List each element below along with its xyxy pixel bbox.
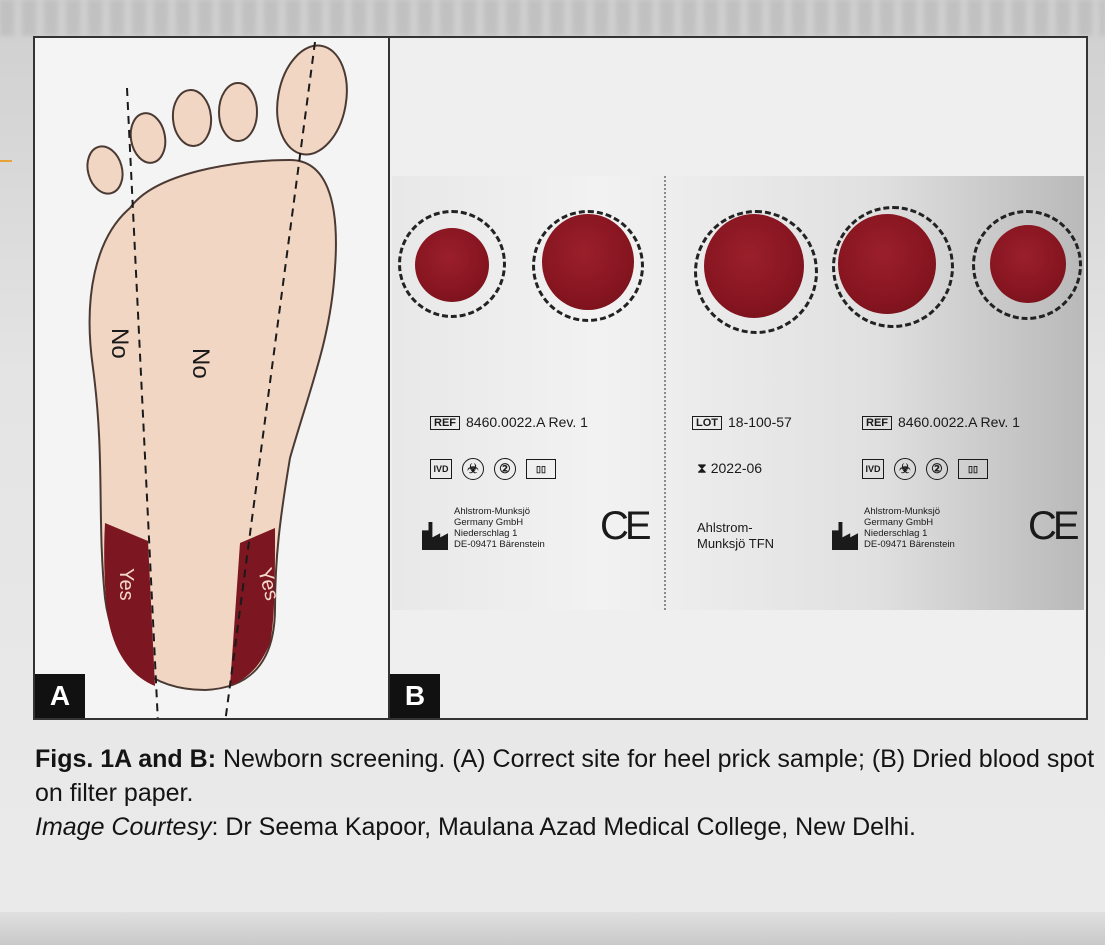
blood-spot-3 bbox=[694, 210, 818, 334]
toe-fourth bbox=[127, 110, 169, 165]
lot-line: LOT 18-100-57 bbox=[692, 414, 792, 430]
ce-mark-left: CE bbox=[600, 504, 648, 549]
label-no-center: No bbox=[187, 348, 214, 379]
credit-label: Image Courtesy bbox=[35, 813, 211, 841]
toe-second bbox=[219, 83, 257, 141]
ivd-icon: IVD bbox=[430, 459, 452, 479]
factory-icon bbox=[422, 522, 448, 550]
blood-spot-2 bbox=[532, 210, 644, 322]
label-yes-left: Yes bbox=[115, 568, 137, 601]
dried-blood-spot bbox=[990, 225, 1066, 303]
perforation-line bbox=[664, 176, 666, 610]
figure-caption: Figs. 1A and B: Newborn screening. (A) C… bbox=[35, 742, 1105, 844]
symbol-row-left: IVD ☣ ② ▯▯ bbox=[430, 458, 556, 480]
lot-number: 18-100-57 bbox=[728, 414, 792, 430]
lot-tag: LOT bbox=[692, 416, 722, 430]
label-no-left: No bbox=[106, 328, 133, 359]
heel-prick-foot-diagram: No No Yes Yes bbox=[35, 38, 386, 718]
caption-lead: Figs. 1A and B: bbox=[35, 745, 216, 773]
panel-a-letter: A bbox=[35, 674, 85, 718]
symbol-row-right: IVD ☣ ② ▯▯ bbox=[862, 458, 988, 480]
dried-blood-spot bbox=[415, 228, 489, 302]
ref-number: 8460.0022.A Rev. 1 bbox=[466, 414, 588, 430]
panel-b-letter: B bbox=[390, 674, 440, 718]
page-edge-mark bbox=[0, 160, 12, 162]
dried-blood-spot bbox=[542, 214, 634, 310]
expiry-date: 2022-06 bbox=[711, 460, 762, 476]
figure-frame: No No Yes Yes A bbox=[33, 36, 1088, 720]
toe-third bbox=[171, 88, 214, 147]
brand-block: Ahlstrom-Munksjö TFN bbox=[697, 520, 774, 552]
blood-spot-1 bbox=[398, 210, 506, 318]
biohazard-icon: ☣ bbox=[462, 458, 484, 480]
dried-blood-spot bbox=[704, 214, 804, 318]
ce-mark-right: CE bbox=[1028, 504, 1076, 549]
dried-blood-spot bbox=[838, 214, 936, 314]
biohazard-icon: ☣ bbox=[894, 458, 916, 480]
no-reuse-icon: ② bbox=[494, 458, 516, 480]
instructions-icon: ▯▯ bbox=[958, 459, 988, 479]
panel-b: REF 8460.0022.A Rev. 1 IVD ☣ ② ▯▯ Ahlstro… bbox=[390, 38, 1086, 718]
credit-text: : Dr Seema Kapoor, Maulana Azad Medical … bbox=[211, 813, 916, 841]
no-reuse-icon: ② bbox=[926, 458, 948, 480]
panel-a: No No Yes Yes A bbox=[35, 38, 390, 718]
bleed-through-text-bottom bbox=[0, 912, 1105, 945]
expiry-line: ⧗ 2022-06 bbox=[697, 460, 762, 477]
filter-paper-card: REF 8460.0022.A Rev. 1 IVD ☣ ② ▯▯ Ahlstro… bbox=[392, 176, 1084, 610]
hourglass-icon: ⧗ bbox=[697, 460, 707, 476]
instructions-icon: ▯▯ bbox=[526, 459, 556, 479]
ivd-icon: IVD bbox=[862, 459, 884, 479]
yes-zone-left bbox=[104, 523, 155, 686]
blood-spot-5 bbox=[972, 210, 1082, 320]
ref-tag: REF bbox=[430, 416, 460, 430]
ref-line-left: REF 8460.0022.A Rev. 1 bbox=[430, 414, 588, 430]
toe-pinky bbox=[82, 142, 127, 197]
factory-icon bbox=[832, 522, 858, 550]
ref-tag: REF bbox=[862, 416, 892, 430]
ref-line-right: REF 8460.0022.A Rev. 1 bbox=[862, 414, 1020, 430]
ref-number: 8460.0022.A Rev. 1 bbox=[898, 414, 1020, 430]
blood-spot-4 bbox=[832, 206, 954, 328]
bleed-through-text-top bbox=[0, 0, 1105, 36]
